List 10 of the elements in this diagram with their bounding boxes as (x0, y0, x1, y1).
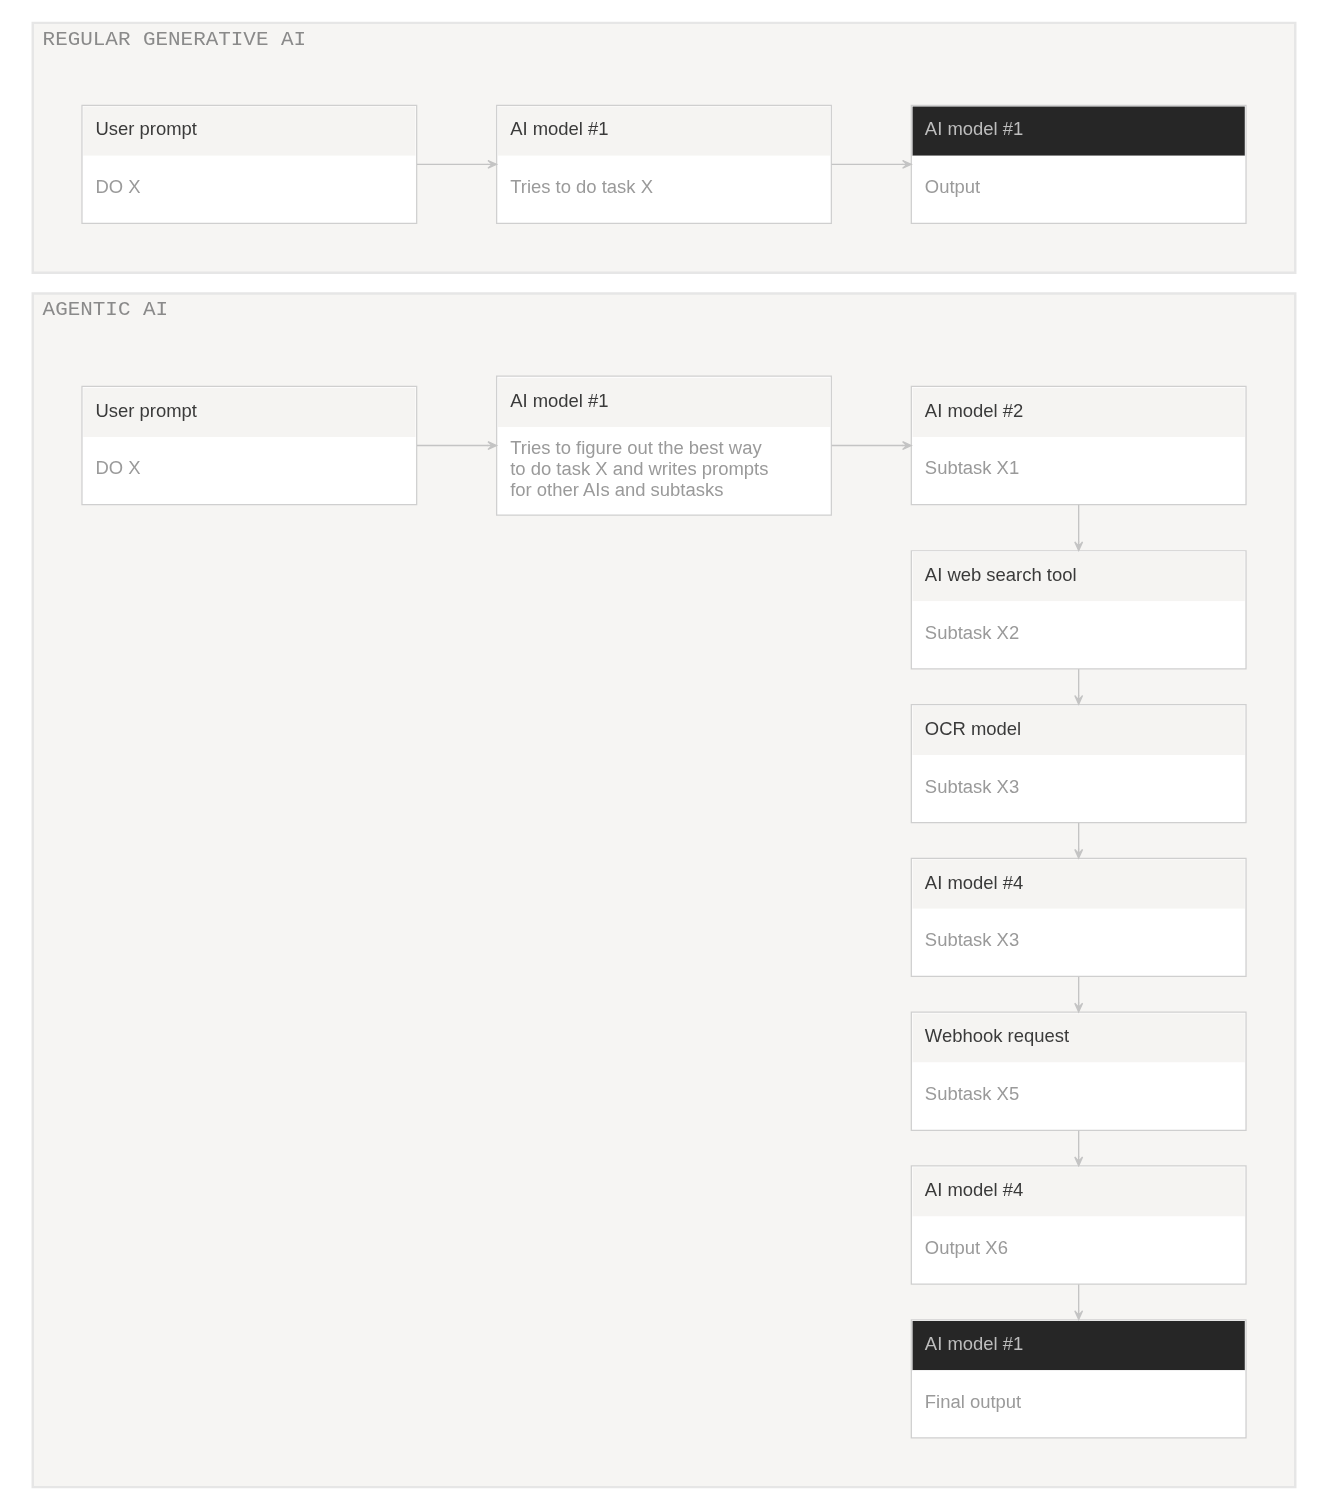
arrow (416, 441, 498, 451)
arrow (1074, 976, 1084, 1013)
arrow (1074, 668, 1084, 705)
arrow (416, 159, 498, 169)
arrow (1074, 1129, 1084, 1167)
arrow (1074, 822, 1084, 859)
arrow (830, 159, 912, 169)
arrow (1074, 1283, 1084, 1321)
arrow (830, 441, 912, 451)
arrow (1074, 504, 1084, 552)
